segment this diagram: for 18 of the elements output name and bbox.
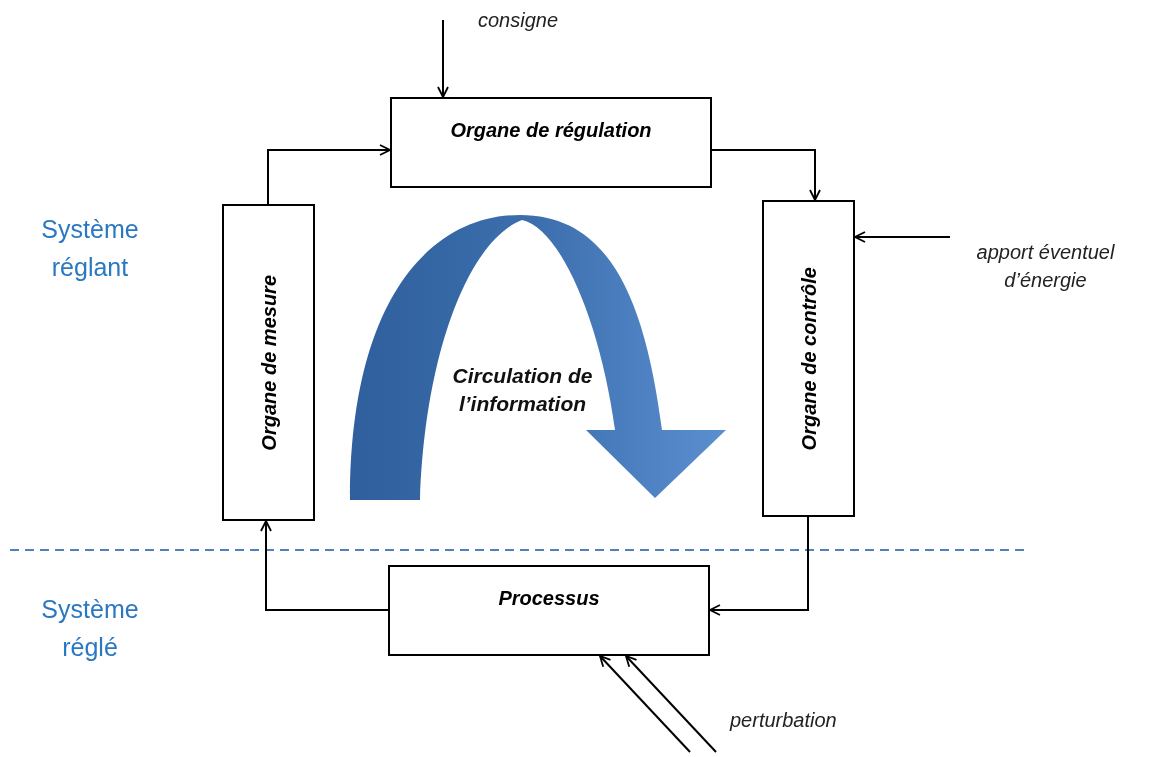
arrow (709, 516, 809, 616)
arrow (437, 19, 449, 98)
arrow (599, 655, 691, 753)
process-box: Organe de mesure (222, 204, 315, 521)
arrow (854, 231, 951, 243)
arrow (625, 655, 717, 753)
input-label: consigne (478, 8, 560, 33)
input-label: perturbation (730, 708, 838, 733)
flow-label: Circulation de l’information (451, 363, 594, 417)
process-box: Organe de régulation (390, 97, 712, 188)
system-label: Système réglant (40, 214, 140, 283)
arrow (267, 144, 391, 205)
input-label: apport éventuel d’énergie (975, 240, 1116, 293)
arrow (711, 149, 821, 201)
process-box: Organe de contrôle (762, 200, 855, 517)
arrow (260, 520, 389, 611)
system-label: Système réglé (40, 594, 140, 663)
process-box: Processus (388, 565, 710, 656)
